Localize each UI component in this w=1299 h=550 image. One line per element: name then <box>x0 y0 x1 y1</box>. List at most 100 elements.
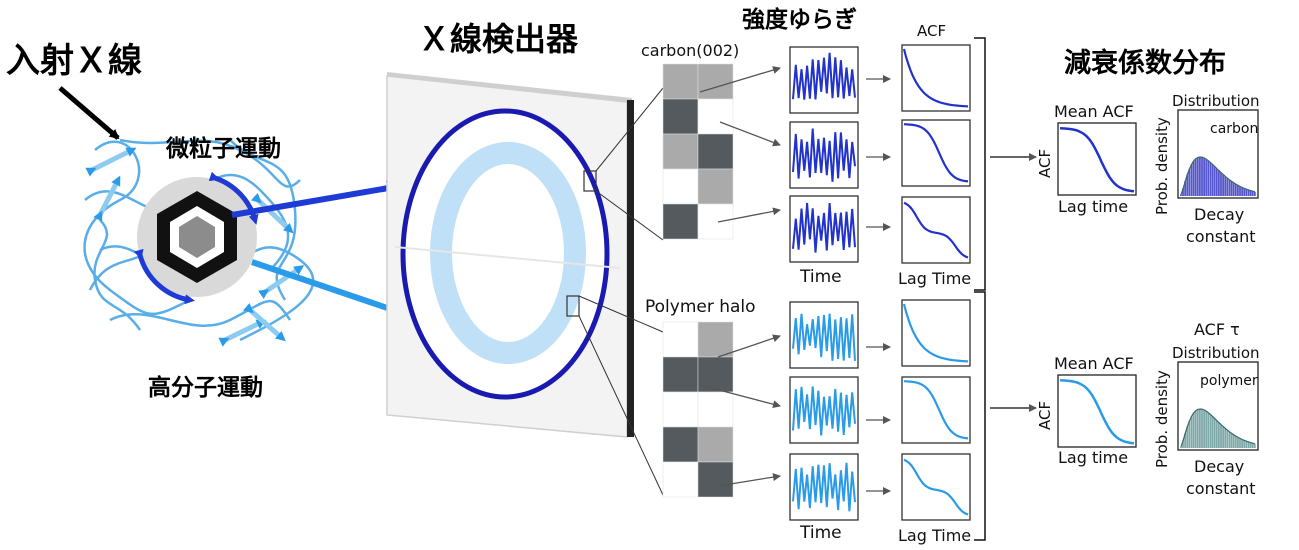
histogram-bar <box>1184 433 1187 448</box>
histogram-bar <box>1180 446 1182 448</box>
histogram-bar <box>1215 168 1218 196</box>
decay-label-polymer: Decay <box>1194 457 1244 476</box>
histogram-bar <box>1226 430 1229 448</box>
carbon-002-label: carbon(002) <box>641 41 739 60</box>
carbon-pixel <box>662 63 699 100</box>
histogram-bar <box>1188 168 1191 196</box>
intensity-trace <box>792 313 856 361</box>
polymer-pixel <box>662 356 699 393</box>
acf-tau-label: ACF τ <box>1194 320 1240 339</box>
histogram-bar <box>1180 194 1182 196</box>
acf-curve <box>903 123 969 183</box>
acf-curve <box>903 458 969 516</box>
histogram-bar <box>1224 176 1227 196</box>
prob-density-label-carbon: Prob. density <box>1153 117 1171 215</box>
intensity-trace <box>792 386 856 436</box>
acf-header-label: ACF <box>917 22 946 40</box>
polymer-zoom-line-bottom <box>578 315 664 496</box>
carbon-pixel <box>662 133 699 170</box>
histogram-bar <box>1194 158 1197 196</box>
histogram-bar <box>1226 178 1229 196</box>
histogram-bar <box>1196 157 1199 196</box>
histogram-bar <box>1209 162 1212 196</box>
detector-side-edge <box>627 100 634 437</box>
histogram-bar <box>1220 172 1222 196</box>
carbon-pixel <box>662 98 699 135</box>
histogram-bar <box>1207 412 1210 448</box>
distribution-label-carbon: Distribution <box>1172 92 1260 110</box>
histogram-bar <box>1230 181 1233 196</box>
histogram-bar <box>1188 420 1191 448</box>
histogram-bar <box>1194 410 1197 448</box>
histogram-bar <box>1245 441 1248 448</box>
histogram-bar <box>1199 157 1201 196</box>
acf-curve <box>902 48 969 108</box>
histogram-bar <box>1234 184 1237 196</box>
histogram-bar <box>1220 424 1222 448</box>
histogram-bar <box>1251 443 1254 448</box>
histogram-bar <box>1247 442 1250 448</box>
histogram-bar <box>1190 164 1193 196</box>
lag-time-axis-label-carbon: Lag Time <box>898 269 971 288</box>
histogram-bar <box>1209 414 1212 448</box>
carbon-zoom-line-bottom <box>595 190 664 241</box>
intensity-fluctuation-label: 強度ゆらぎ <box>742 6 857 33</box>
time-axis-label-carbon: Time <box>799 267 842 287</box>
histogram-bar <box>1249 442 1252 448</box>
density-curve <box>1180 156 1256 195</box>
decay-histogram-carbon <box>1180 156 1256 196</box>
histogram-bar <box>1192 412 1195 448</box>
histogram-bar <box>1234 436 1237 448</box>
histogram-bar <box>1253 443 1256 448</box>
histogram-bar <box>1205 411 1208 448</box>
polymer-roi-box <box>566 295 580 317</box>
histogram-bar <box>1215 420 1218 448</box>
acf-box <box>901 376 971 444</box>
polymer-pixel <box>697 426 734 463</box>
polymer-pixel <box>697 391 734 428</box>
histogram-bar <box>1199 409 1201 448</box>
particle-core-inner <box>179 216 215 258</box>
histogram-bar <box>1186 426 1189 448</box>
time-axis-label-polymer: Time <box>799 523 842 543</box>
histogram-bar <box>1196 409 1199 448</box>
histogram-bar <box>1249 190 1252 196</box>
histogram-bar <box>1243 188 1246 196</box>
histogram-bar <box>1239 438 1241 448</box>
histogram-bar <box>1218 422 1220 448</box>
histogram-bar <box>1222 174 1225 196</box>
carbon-pixel <box>697 133 734 170</box>
histogram-bar <box>1241 187 1244 196</box>
carbon-diffraction-ring <box>400 108 610 400</box>
polymer-halo-label: Polymer halo <box>645 297 756 317</box>
histogram-bar <box>1251 191 1254 196</box>
histogram-bar <box>1253 191 1256 196</box>
carbon-pixel-grid <box>662 63 734 240</box>
acf-plots <box>901 44 971 521</box>
trace-box <box>789 195 859 263</box>
histogram-bar <box>1211 416 1214 448</box>
histogram-bar <box>1201 157 1203 196</box>
histogram-bar <box>1190 416 1193 448</box>
polymer-tag: polymer <box>1200 373 1258 389</box>
histogram-bar <box>1203 158 1206 196</box>
acf-curve <box>903 201 969 259</box>
acf-ylabel-carbon: ACF <box>1036 149 1054 178</box>
polymer-motion-label: 高分子運動 <box>148 374 263 401</box>
carbon-pixel <box>697 168 734 205</box>
polymer-pixel <box>697 321 734 358</box>
histogram-bar <box>1205 159 1208 196</box>
polymer-zoom-line-top <box>578 295 664 333</box>
histogram-bar <box>1222 426 1225 448</box>
intensity-traces <box>789 46 859 521</box>
histogram-bar <box>1184 181 1187 196</box>
thermal-motion-arrows <box>85 147 305 347</box>
carbon-bracket <box>974 37 986 291</box>
histogram-bar <box>1228 431 1231 448</box>
intensity-trace <box>792 128 856 182</box>
decay-histogram-polymer <box>1180 408 1256 448</box>
carbon-zoom-line-top <box>595 87 664 172</box>
histogram-bar <box>1232 182 1235 196</box>
constant-label-carbon: constant <box>1186 227 1256 246</box>
